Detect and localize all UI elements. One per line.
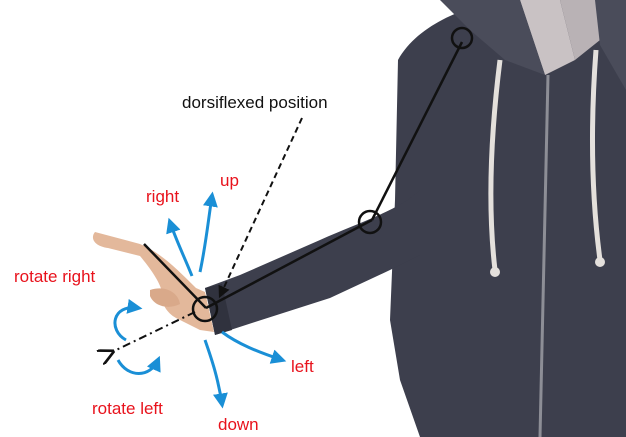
motion-label-rotate-left: rotate left xyxy=(92,399,163,418)
elbow-joint-marker xyxy=(357,209,383,235)
person-illustration xyxy=(205,0,626,437)
arrow-rotate-right xyxy=(113,298,143,342)
motion-label-left: left xyxy=(291,357,314,376)
shoulder-joint-marker xyxy=(450,26,474,50)
dorsiflexed-position-label: dorsiflexed position xyxy=(182,93,328,112)
motion-arrows xyxy=(113,191,287,409)
arrow-right xyxy=(166,217,194,277)
arrow-left xyxy=(221,330,287,364)
forearm-axis-arrow xyxy=(112,311,196,352)
wrist-joint-marker xyxy=(191,295,219,323)
motion-label-down: down xyxy=(218,415,259,434)
motion-label-rotate-right: rotate right xyxy=(14,267,96,286)
motion-label-up: up xyxy=(220,171,239,190)
arrow-down xyxy=(203,339,228,409)
arm-skeleton xyxy=(143,26,474,323)
motion-label-right: right xyxy=(146,187,179,206)
hand-illustration xyxy=(92,232,214,332)
arrow-rotate-left xyxy=(116,355,161,375)
arrow-up xyxy=(198,191,218,273)
callout-arrow xyxy=(218,117,303,299)
